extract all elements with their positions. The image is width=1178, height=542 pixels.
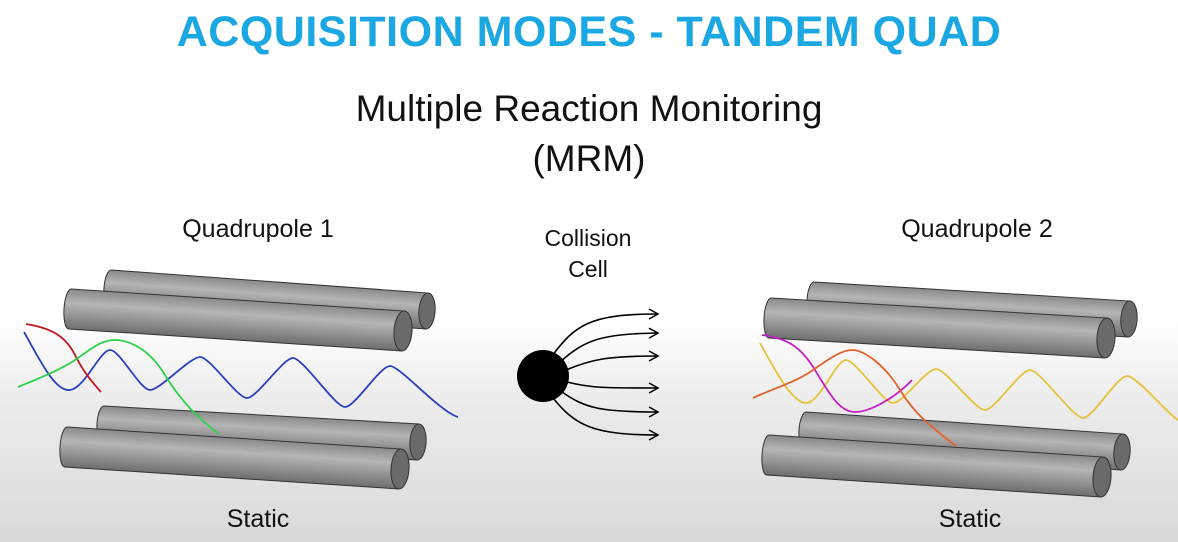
- quadrupole-rod: [63, 288, 413, 352]
- slide-title: ACQUISITION MODES - TANDEM QUAD: [176, 8, 1002, 56]
- fragment-arrow: [559, 327, 660, 363]
- ion-path-magenta: [761, 334, 913, 413]
- quadrupole2-mode: Static: [938, 505, 1002, 533]
- quadrupole2-label: Quadrupole 2: [901, 215, 1053, 243]
- collision-cell-label-line1: Collision: [544, 225, 632, 251]
- ion-path-blue: [23, 331, 459, 418]
- fragment-arrow: [561, 391, 660, 418]
- quadrupole-rod: [761, 434, 1112, 498]
- fragment-arrow: [551, 308, 660, 357]
- quadrupole1-label: Quadrupole 1: [182, 215, 334, 243]
- ion-path-orange: [752, 349, 957, 447]
- ion-path-green: [17, 339, 220, 435]
- collision-cell-diagram: [517, 308, 660, 441]
- subtitle-line1: Multiple Reaction Monitoring: [355, 88, 823, 129]
- fragment-arrow: [565, 350, 660, 371]
- quadrupole-rod: [59, 426, 410, 490]
- ion-path-red: [25, 323, 102, 393]
- subtitle-line2: (MRM): [532, 138, 646, 179]
- quadrupole2-ion-paths: [752, 334, 1178, 447]
- ion-path-yellow: [759, 342, 1178, 421]
- precursor-ion-icon: [517, 350, 569, 402]
- quadrupole1-ion-paths: [17, 323, 459, 435]
- fragment-arrow: [566, 381, 660, 394]
- fragment-arrow: [552, 397, 660, 441]
- quadrupole-rod: [763, 297, 1116, 359]
- quadrupole1-mode: Static: [226, 505, 290, 533]
- collision-cell-label-line2: Cell: [568, 256, 608, 282]
